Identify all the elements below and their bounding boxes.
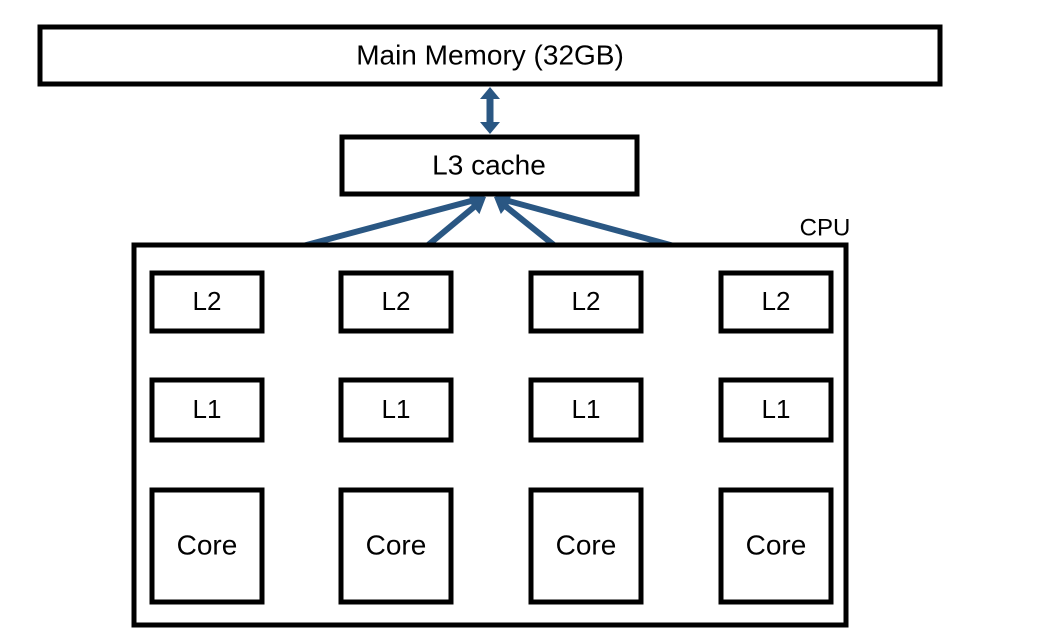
l2-label: L2 [762, 286, 791, 316]
core-column-3: L2 L1 Core [528, 270, 644, 605]
l1-label: L1 [572, 394, 601, 424]
cpu-label: CPU [800, 214, 851, 241]
core-box [338, 487, 454, 605]
memory-l3-arrow [480, 87, 500, 134]
core-column-2: L2 L1 Core [338, 270, 454, 605]
l2-label: L2 [193, 286, 222, 316]
main-memory-block: Main Memory (32GB) [37, 24, 943, 87]
core-column-1: L2 L1 Core [149, 270, 265, 605]
l1-box [718, 377, 834, 443]
l3-cache-box [339, 134, 640, 197]
l3-l2-arrow-4-head-start [494, 192, 512, 210]
l2-box [149, 270, 265, 334]
l2-box [338, 270, 454, 334]
core-box [149, 487, 265, 605]
l1-box [338, 377, 454, 443]
l2-label: L2 [382, 286, 411, 316]
l3-cache-label: L3 cache [432, 149, 546, 180]
core-label: Core [556, 529, 617, 560]
core-label: Core [177, 529, 238, 560]
l1-box [149, 377, 265, 443]
memory-l3-arrow-head-start [480, 87, 500, 99]
l1-box [528, 377, 644, 443]
memory-l3-arrow-head-end [480, 122, 500, 134]
l3-l2-arrow-2-head-start [467, 197, 486, 215]
l1-label: L1 [193, 394, 222, 424]
l2-label: L2 [572, 286, 601, 316]
main-memory-label: Main Memory (32GB) [356, 39, 624, 70]
core-box [718, 487, 834, 605]
core-box [528, 487, 644, 605]
main-memory-box [37, 24, 943, 87]
l1-label: L1 [762, 394, 791, 424]
l3-cache-block: L3 cache [339, 134, 640, 197]
l2-box [528, 270, 644, 334]
core-label: Core [366, 529, 427, 560]
l1-label: L1 [382, 394, 411, 424]
core-column-4: L2 L1 Core [718, 270, 834, 605]
l2-box [718, 270, 834, 334]
core-label: Core [746, 529, 807, 560]
